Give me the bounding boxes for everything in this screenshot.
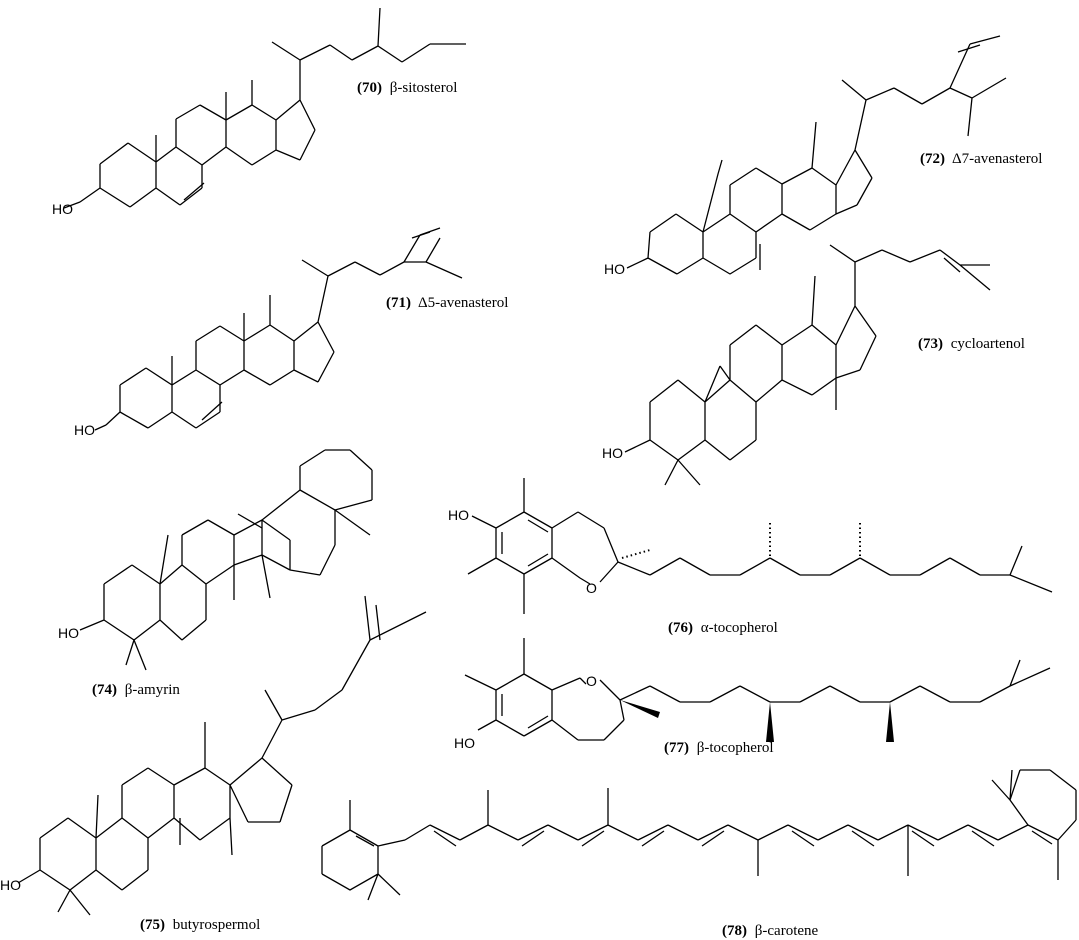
hydroxyl-label: HO bbox=[448, 507, 469, 523]
compound-72-caption: (72) Δ7-avenasterol bbox=[920, 151, 1042, 167]
compound-74-number: (74) bbox=[92, 682, 117, 698]
hydroxyl-label: HO bbox=[602, 445, 623, 461]
bonds bbox=[94, 227, 463, 431]
hydroxyl-label: HO bbox=[454, 735, 475, 751]
bonds bbox=[79, 449, 373, 671]
compound-74-caption: (74) β-amyrin bbox=[92, 682, 180, 698]
structure-77-beta-tocopherol: HO O (77) β-tocopherol bbox=[454, 638, 1051, 756]
oxygen-label: O bbox=[586, 580, 597, 596]
double-bond bbox=[943, 257, 961, 273]
compound-73-name: cycloartenol bbox=[951, 336, 1025, 352]
compound-73-number: (73) bbox=[918, 336, 943, 352]
compound-75-name: butyrospermol bbox=[173, 917, 261, 933]
compound-77-number: (77) bbox=[664, 740, 689, 756]
hashed-wedges bbox=[621, 520, 861, 559]
solid-wedge bbox=[886, 702, 894, 742]
bonds bbox=[464, 638, 1051, 741]
hydroxyl-label: HO bbox=[604, 261, 625, 277]
compound-70-name: β-sitosterol bbox=[390, 80, 458, 96]
compound-71-name: Δ5-avenasterol bbox=[418, 295, 508, 311]
compound-71-number: (71) bbox=[386, 295, 411, 311]
solid-wedge bbox=[766, 702, 774, 742]
double-bond bbox=[501, 519, 549, 567]
bonds bbox=[624, 244, 991, 486]
compound-72-name: Δ7-avenasterol bbox=[952, 151, 1042, 167]
compound-72-number: (72) bbox=[920, 151, 945, 167]
compound-75-number: (75) bbox=[140, 917, 165, 933]
structure-78-beta-carotene: (78) β-carotene bbox=[321, 769, 1077, 939]
double-bond bbox=[183, 182, 205, 201]
hydroxyl-label: HO bbox=[0, 877, 21, 893]
bonds bbox=[17, 595, 427, 916]
double-bond bbox=[355, 830, 1053, 847]
double-bond bbox=[201, 231, 431, 421]
compound-74-name: β-amyrin bbox=[125, 682, 181, 698]
hydroxyl-label: HO bbox=[52, 201, 73, 217]
bonds bbox=[626, 35, 1007, 275]
compound-76-name: α-tocopherol bbox=[701, 620, 778, 636]
compound-70-caption: (70) β-sitosterol bbox=[357, 80, 457, 96]
bonds bbox=[321, 769, 1077, 901]
compound-76-caption: (76) α-tocopherol bbox=[668, 620, 778, 636]
double-bond bbox=[501, 694, 549, 729]
hydroxyl-label: HO bbox=[58, 625, 79, 641]
structure-75-butyrospermol: HO (75) butyrospermol bbox=[0, 595, 427, 933]
compound-77-name: β-tocopherol bbox=[697, 740, 774, 756]
double-bond bbox=[759, 44, 981, 270]
structure-72-delta7-avenasterol: HO (72) Δ7-avenasterol bbox=[604, 35, 1042, 277]
structure-74-beta-amyrin: HO (74) β-amyrin bbox=[58, 449, 373, 698]
bonds bbox=[467, 478, 1053, 614]
double-bond bbox=[179, 604, 381, 845]
compound-76-number: (76) bbox=[668, 620, 693, 636]
compound-78-name: β-carotene bbox=[755, 923, 819, 939]
bonds bbox=[63, 7, 466, 209]
compound-73-caption: (73) cycloartenol bbox=[918, 336, 1025, 352]
compound-70-number: (70) bbox=[357, 80, 382, 96]
structure-73-cycloartenol: HO (73) cycloartenol bbox=[602, 244, 1025, 486]
compound-71-caption: (71) Δ5-avenasterol bbox=[386, 295, 508, 311]
compound-77-caption: (77) β-tocopherol bbox=[664, 740, 774, 756]
compound-78-caption: (78) β-carotene bbox=[722, 923, 819, 939]
double-bond bbox=[237, 513, 263, 529]
structure-70-beta-sitosterol: HO (70) β-sitosterol bbox=[52, 7, 466, 217]
compound-75-caption: (75) butyrospermol bbox=[140, 917, 260, 933]
solid-wedge bbox=[620, 700, 660, 718]
compound-78-number: (78) bbox=[722, 923, 747, 939]
structure-76-alpha-tocopherol: HO O (76) α-tocopherol bbox=[448, 478, 1053, 636]
hydroxyl-label: HO bbox=[74, 422, 95, 438]
structure-71-delta5-avenasterol: HO (71) Δ5-avenasterol bbox=[74, 227, 508, 438]
oxygen-label: O bbox=[586, 673, 597, 689]
